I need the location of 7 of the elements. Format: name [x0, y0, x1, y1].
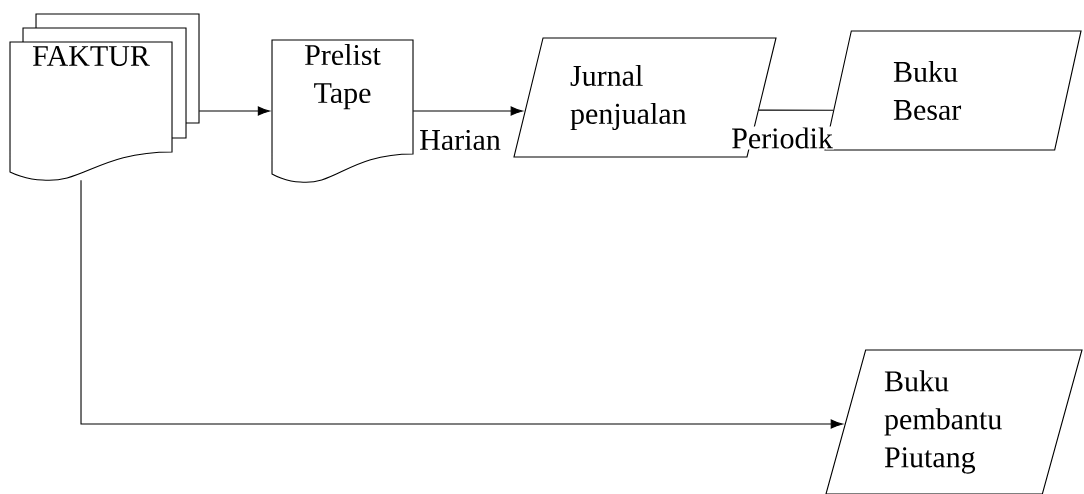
edge-label: Harian	[418, 128, 502, 152]
edge-label: Periodik	[730, 126, 834, 150]
data-parallelogram: Buku pembantu Piutang	[825, 349, 1083, 494]
arrow	[412, 106, 523, 116]
arrow	[80, 179, 843, 429]
document-stack: FAKTUR	[9, 13, 200, 181]
arrow	[198, 106, 270, 116]
